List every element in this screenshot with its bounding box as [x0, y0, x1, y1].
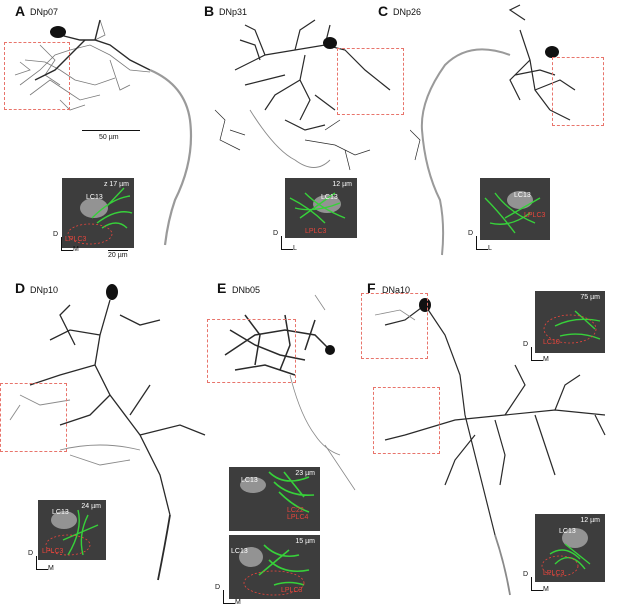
panel-e: E DNb05 23 µm LC13 LC22 LPLC4 [205, 275, 365, 610]
orientation-axes: D M [28, 550, 54, 572]
panel-letter: A [15, 3, 26, 19]
neuron-name: DNp10 [30, 285, 59, 295]
imaging-inset-top: 23 µm LC13 LC22 LPLC4 [229, 467, 320, 531]
orientation-axes-bottom: D M [523, 571, 549, 593]
inset-label-red: LC22 LPLC4 [287, 507, 309, 521]
scale-bar [82, 130, 140, 131]
panel-f: F DNa10 75 µm LC10 D M [355, 275, 617, 610]
inset-label-red: LPLC3 [281, 587, 303, 594]
panel-letter: F [367, 280, 376, 296]
orientation-axes: D M [215, 584, 241, 606]
roi-box-bottom [373, 387, 440, 454]
neuron-name: DNp26 [393, 7, 422, 17]
roi-box [552, 57, 604, 126]
inset-label-red: LPLC3 [42, 548, 64, 555]
inset-label-white: LC13 [321, 194, 338, 201]
roi-box [207, 319, 296, 383]
imaging-inset: z 17 µm LC13 LPLC3 [62, 178, 134, 248]
axis-label-horizontal: M [235, 599, 241, 606]
inset-depth: 24 µm [81, 503, 101, 510]
axis-label-vertical: D [53, 231, 59, 238]
orientation-axes: D L [273, 230, 297, 252]
inset-depth: 23 µm [295, 470, 315, 477]
imaging-inset: 12 µm LC13 LPLC3 [285, 178, 357, 238]
inset-label-red: LC10 [543, 339, 560, 346]
inset-depth: 15 µm [295, 538, 315, 545]
neuron-name: DNp31 [219, 7, 248, 17]
panel-letter: B [204, 3, 215, 19]
imaging-inset: 24 µm LC13 LPLC3 [38, 500, 106, 560]
axis-label-horizontal: M [73, 246, 79, 253]
axis-label-vertical: D [273, 230, 279, 237]
neuron-name: DNa10 [382, 285, 411, 295]
inset-label-red: LPLC3 [305, 228, 327, 235]
panel-c: C DNp26 LC13 LPLC3 D L [378, 0, 617, 270]
axis-label-vertical: D [523, 341, 529, 348]
inset-depth: 12 µm [580, 517, 600, 524]
inset-scale-bar [108, 250, 128, 251]
panel-letter: C [378, 3, 389, 19]
orientation-axes-top: D M [523, 341, 549, 363]
axis-label-horizontal: M [48, 565, 54, 572]
imaging-inset: LC13 LPLC3 [480, 178, 550, 240]
panel-b: B DNp31 12 µm LC13 LPLC3 [204, 0, 410, 270]
axis-label-horizontal: M [543, 586, 549, 593]
inset-depth: 12 µm [332, 181, 352, 188]
inset-label-red: LPLC3 [543, 570, 565, 577]
neuron-reconstruction [374, 298, 606, 596]
inset-label-white: LC13 [52, 509, 69, 516]
imaging-inset-top: 75 µm LC10 [535, 291, 605, 353]
roi-box [337, 48, 404, 115]
orientation-axes: D L [468, 230, 492, 252]
imaging-inset-bottom: 12 µm LC13 LPLC3 [535, 514, 605, 582]
axis-label-horizontal: L [293, 245, 297, 252]
axis-label-vertical: D [215, 584, 221, 591]
panel-letter: E [217, 280, 227, 296]
inset-label-white: LC13 [241, 477, 258, 484]
imaging-inset-bottom: 15 µm LC13 LPLC3 [229, 535, 320, 599]
neuron-name: DNp07 [30, 7, 59, 17]
roi-box [4, 42, 70, 110]
orientation-axes: D M [53, 231, 79, 253]
scale-bar-label: 50 µm [99, 134, 119, 141]
neuron-reconstruction [214, 19, 391, 171]
inset-depth: 75 µm [580, 294, 600, 301]
axis-label-vertical: D [28, 550, 34, 557]
inset-label-white: LC13 [86, 194, 103, 201]
neuron-name: DNb05 [232, 285, 261, 295]
inset-label-white: LC13 [514, 192, 531, 199]
panel-a: A DNp07 50 µm z 17 µm LC13 LPL [0, 0, 205, 270]
panel-d: D DNp10 24 µm LC13 LPLC3 [0, 275, 210, 610]
inset-scale-label: 20 µm [108, 252, 128, 259]
axis-label-horizontal: M [543, 356, 549, 363]
neuron-reconstruction [9, 284, 206, 581]
inset-label-white: LC13 [559, 528, 576, 535]
inset-label-red: LPLC3 [65, 236, 87, 243]
inset-depth: z 17 µm [103, 181, 129, 188]
roi-box [0, 383, 67, 452]
inset-label-red: LPLC3 [524, 212, 546, 219]
axis-label-vertical: D [523, 571, 529, 578]
neuron-reconstruction [14, 19, 193, 246]
panel-letter: D [15, 280, 26, 296]
inset-label-white: LC13 [231, 548, 248, 555]
axis-label-vertical: D [468, 230, 474, 237]
roi-box-top [361, 293, 428, 359]
neuron-reconstruction [224, 294, 356, 491]
neuron-reconstruction [410, 4, 576, 256]
axis-label-horizontal: L [488, 245, 492, 252]
